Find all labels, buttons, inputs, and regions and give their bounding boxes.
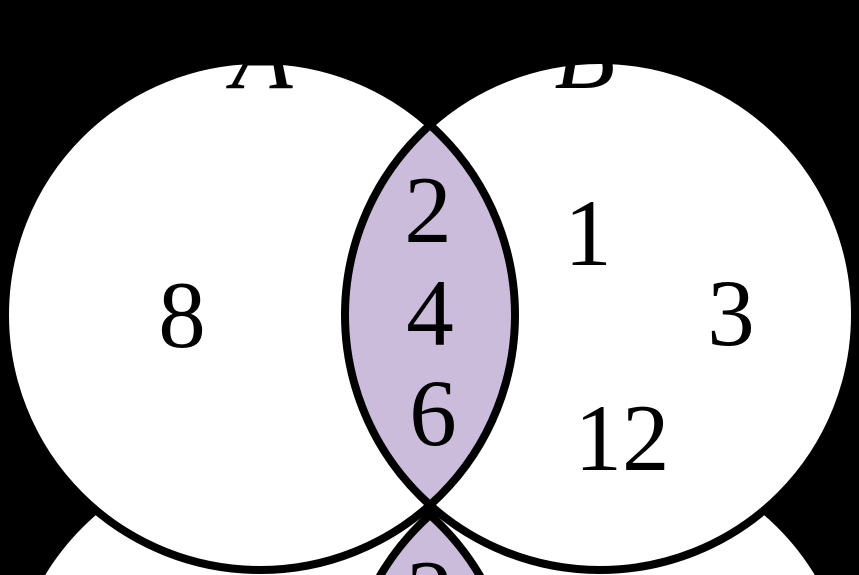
value-intersection-3: 6 — [409, 360, 457, 466]
set-a-label: A — [225, 0, 293, 110]
set-b-label: B — [554, 0, 615, 110]
value-intersection-2: 4 — [406, 260, 454, 366]
value-intersection-1: 2 — [404, 157, 452, 263]
value-a-only: 8 — [158, 262, 206, 368]
value-b-only-1: 1 — [564, 180, 612, 286]
value-bottom-intersection-partial: 2 — [406, 541, 454, 575]
value-b-only-3: 12 — [575, 385, 670, 491]
intersection-region-ab — [345, 125, 515, 505]
intersection-region-bottom-partial — [380, 515, 480, 575]
circle-b-outline — [341, 56, 859, 574]
value-b-only-2: 3 — [707, 260, 755, 366]
circle-a-outline — [1, 56, 519, 574]
